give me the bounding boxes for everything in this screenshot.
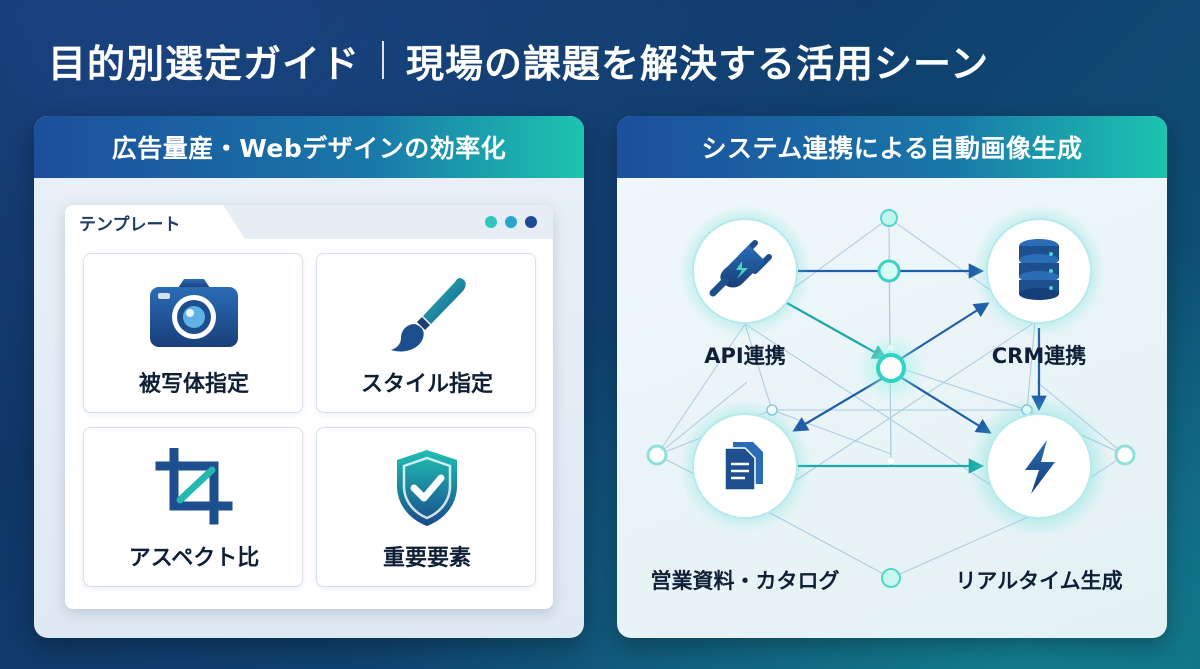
plug-icon (709, 240, 772, 297)
title-separator (382, 41, 385, 79)
tile-style[interactable]: スタイル指定 (316, 253, 536, 413)
tile-subject[interactable]: 被写体指定 (83, 253, 303, 413)
node-api[interactable] (679, 205, 811, 337)
node-crm[interactable] (973, 205, 1105, 337)
template-window: テンプレート (65, 205, 553, 609)
lightning-icon (1025, 440, 1055, 494)
title-main: 目的別選定ガイド (48, 41, 361, 86)
paintbrush-icon (391, 278, 466, 352)
document-icon (724, 442, 763, 491)
left-panel: 広告量産・Webデザインの効率化 テンプレート (34, 116, 584, 638)
tile-label: 被写体指定 (138, 372, 249, 397)
mesh-dot (1114, 444, 1136, 466)
camera-icon (150, 279, 238, 347)
window-controls (485, 216, 537, 228)
node-label-realtime: リアルタイム生成 (955, 569, 1123, 593)
tile-label: アスペクト比 (128, 546, 260, 571)
page-title: 目的別選定ガイド 現場の課題を解決する活用シーン (48, 30, 1158, 90)
tile-key-elements[interactable]: 重要要素 (316, 427, 536, 587)
mesh-dot (881, 568, 901, 588)
database-icon (1019, 239, 1059, 300)
window-tab-template[interactable]: テンプレート (65, 205, 245, 239)
mesh-dot (646, 444, 668, 466)
window-dot-2[interactable] (505, 216, 517, 228)
title-sub: 現場の課題を解決する活用シーン (406, 41, 990, 86)
mesh-dot (877, 259, 901, 283)
right-panel-header: システム連携による自動画像生成 (617, 116, 1167, 178)
shield-check-icon (397, 450, 457, 526)
node-realtime[interactable] (969, 396, 1109, 536)
mesh-dot (888, 458, 894, 464)
mesh-dot (880, 209, 898, 227)
node-documents[interactable] (679, 400, 811, 532)
tile-label: スタイル指定 (360, 372, 493, 397)
node-label-crm: CRM連携 (991, 344, 1087, 368)
node-label-documents: 営業資料・カタログ (650, 569, 840, 593)
left-panel-header: 広告量産・Webデザインの効率化 (34, 116, 584, 178)
right-panel: システム連携による自動画像生成 (617, 116, 1167, 638)
integration-network-diagram (646, 205, 1136, 588)
window-tabbar: テンプレート (65, 205, 553, 239)
center-hub (857, 334, 925, 402)
crop-icon (155, 448, 233, 525)
window-dot-1[interactable] (485, 216, 497, 228)
tile-label: 重要要素 (382, 546, 471, 571)
window-tab-label: テンプレート (79, 214, 181, 235)
window-dot-3[interactable] (525, 216, 537, 228)
node-label-api: API連携 (704, 344, 786, 368)
tile-aspect-ratio[interactable]: アスペクト比 (83, 427, 303, 587)
